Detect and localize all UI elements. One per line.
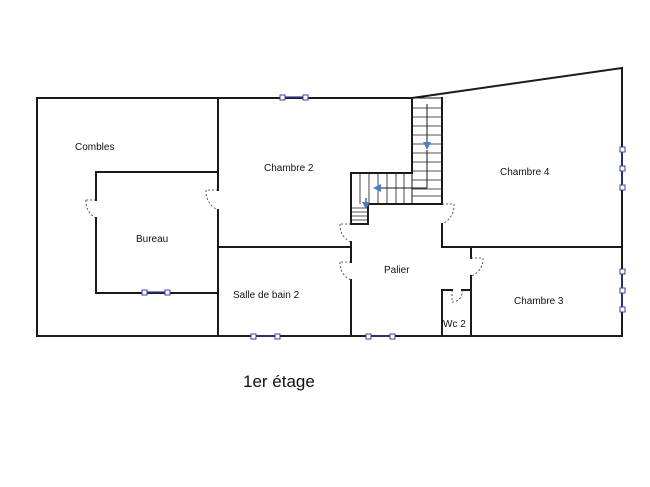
window-chambre2 [279, 94, 309, 101]
room-label-chambre-4: Chambre 4 [500, 167, 550, 178]
windows [141, 94, 626, 340]
stair-arrow-down-icon [362, 202, 370, 209]
window-chambre3 [619, 268, 626, 313]
outer-walls [36, 66, 623, 337]
stair-arrow-left-icon [373, 184, 381, 192]
room-label-chambre-3: Chambre 3 [514, 296, 564, 307]
window-chambre4 [619, 146, 626, 191]
door-bureau [85, 199, 97, 219]
room-label-combles: Combles [75, 142, 114, 153]
room-label-palier: Palier [384, 265, 410, 276]
floor-title: 1er étage [243, 372, 315, 391]
room-label-bureau: Bureau [136, 234, 168, 245]
staircase [351, 97, 443, 221]
doors [85, 189, 484, 303]
door-wc2 [451, 289, 463, 303]
door-palier-top [339, 223, 352, 243]
stair-arrow-down-icon [423, 142, 431, 150]
window-bureau [141, 289, 171, 296]
door-chambre2 [205, 189, 219, 211]
room-label-chambre-2: Chambre 2 [264, 163, 314, 174]
window-salle-de-bain [250, 333, 281, 340]
room-label-salle-de-bain-2: Salle de bain 2 [233, 290, 300, 301]
window-palier [365, 333, 396, 340]
room-label-wc-2: Wc 2 [443, 319, 466, 330]
door-chambre3 [470, 257, 484, 277]
door-salle-de-bain [339, 261, 352, 281]
door-chambre4 [441, 203, 455, 225]
